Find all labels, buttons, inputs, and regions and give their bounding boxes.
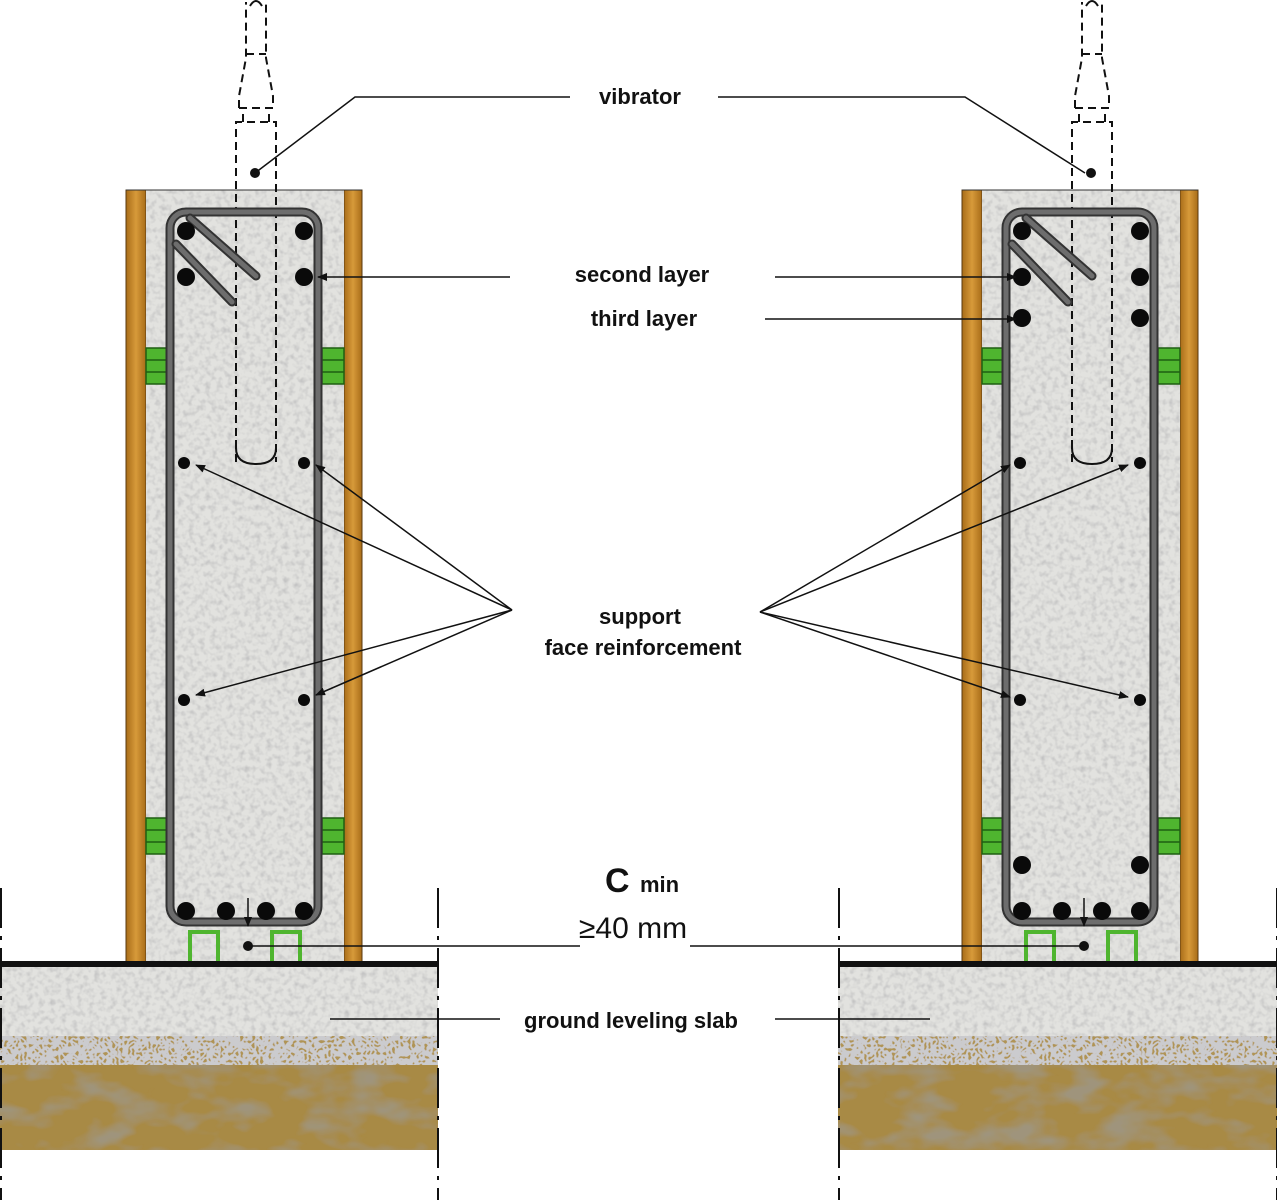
vibrator-tip [1071, 440, 1113, 466]
formwork-board-right [1179, 189, 1199, 963]
slab-top-line [838, 961, 1277, 967]
face-rebar [1134, 694, 1146, 706]
main-rebar [1131, 222, 1149, 240]
leader-lines [195, 96, 1129, 1020]
side-spacer [1157, 817, 1181, 855]
side-spacer [321, 347, 345, 385]
face-rebar [298, 457, 310, 469]
leader-support-8 [759, 611, 1129, 699]
main-rebar [1013, 902, 1031, 920]
soil-layer [838, 1055, 1277, 1150]
main-rebar [1013, 268, 1031, 286]
main-rebar [1013, 309, 1031, 327]
slab-top-line [0, 961, 438, 967]
label-face-reinforcement: face reinforcement [545, 635, 743, 660]
formwork-board-left [961, 189, 983, 963]
main-rebar [1053, 902, 1071, 920]
face-rebar [178, 457, 190, 469]
vibrator [235, 2, 277, 466]
right-wall-section [961, 0, 1199, 1024]
vibrator-tip [235, 440, 277, 466]
face-rebar [1014, 694, 1026, 706]
left-ground [0, 888, 439, 1200]
face-rebar [178, 694, 190, 706]
side-spacer [145, 347, 169, 385]
face-rebar [1014, 457, 1026, 469]
face-rebar [1134, 457, 1146, 469]
bottom-spacer-chair [270, 930, 302, 962]
leader-support-2 [315, 464, 513, 611]
main-rebar [257, 902, 275, 920]
leader-vibrator-right [718, 96, 1086, 174]
vibrator [1071, 2, 1113, 466]
main-rebar [295, 268, 313, 286]
label-cover-value: ≥40 mm [579, 912, 687, 945]
side-spacer [1157, 347, 1181, 385]
side-spacer [145, 817, 169, 855]
leader-support-1 [195, 464, 513, 611]
main-rebar [177, 902, 195, 920]
leveling-slab [0, 964, 438, 1036]
label-cmin-c: C [605, 862, 630, 900]
formwork-board-right [343, 189, 363, 963]
label-vibrator: vibrator [599, 84, 681, 109]
stirrup-hook [1023, 215, 1095, 279]
label-second-layer: second layer [575, 262, 710, 287]
side-spacer [321, 817, 345, 855]
main-rebar [1013, 856, 1031, 874]
vibrator-hose [1074, 2, 1110, 122]
left-wall-section [125, 0, 363, 1024]
main-rebar [1131, 902, 1149, 920]
bottom-spacer-chair [188, 930, 220, 962]
main-rebar [1013, 222, 1031, 240]
vibrator-hook [1085, 0, 1099, 7]
side-spacer [981, 347, 1005, 385]
label-cmin-sub: min [640, 872, 679, 897]
leveling-slab [838, 964, 1277, 1036]
label-support: support [599, 604, 682, 629]
formwork-board-left [125, 189, 147, 963]
main-rebar [295, 902, 313, 920]
leader-support-4 [315, 609, 513, 696]
stirrup-hook [1009, 241, 1071, 305]
vibrator-hook [249, 0, 263, 7]
label-ground-slab: ground leveling slab [524, 1008, 738, 1033]
concrete-wall [146, 190, 344, 962]
stirrup-hook [173, 241, 235, 305]
bottom-spacer-chair [1106, 930, 1138, 962]
face-rebar [298, 694, 310, 706]
main-rebar [295, 222, 313, 240]
leader-support-7 [759, 611, 1011, 698]
vibrator-hose [238, 2, 274, 122]
main-rebar [177, 268, 195, 286]
bottom-spacer-chair [1024, 930, 1056, 962]
main-rebar [1131, 856, 1149, 874]
side-spacer [981, 817, 1005, 855]
stirrup-hook [187, 215, 259, 279]
right-ground [838, 888, 1277, 1200]
vibrator-leader-dot [1086, 168, 1096, 178]
vibrator-body [1071, 121, 1113, 462]
vibrator-body [235, 121, 277, 462]
label-third-layer: third layer [591, 306, 698, 331]
main-rebar [1093, 902, 1111, 920]
main-rebar [1131, 309, 1149, 327]
leader-vibrator-left [254, 96, 570, 174]
leader-support-3 [195, 609, 513, 697]
main-rebar [217, 902, 235, 920]
main-rebar [177, 222, 195, 240]
main-rebar [1131, 268, 1149, 286]
leader-support-5 [759, 464, 1011, 613]
leader-support-6 [759, 464, 1129, 613]
soil-layer [0, 1055, 438, 1150]
